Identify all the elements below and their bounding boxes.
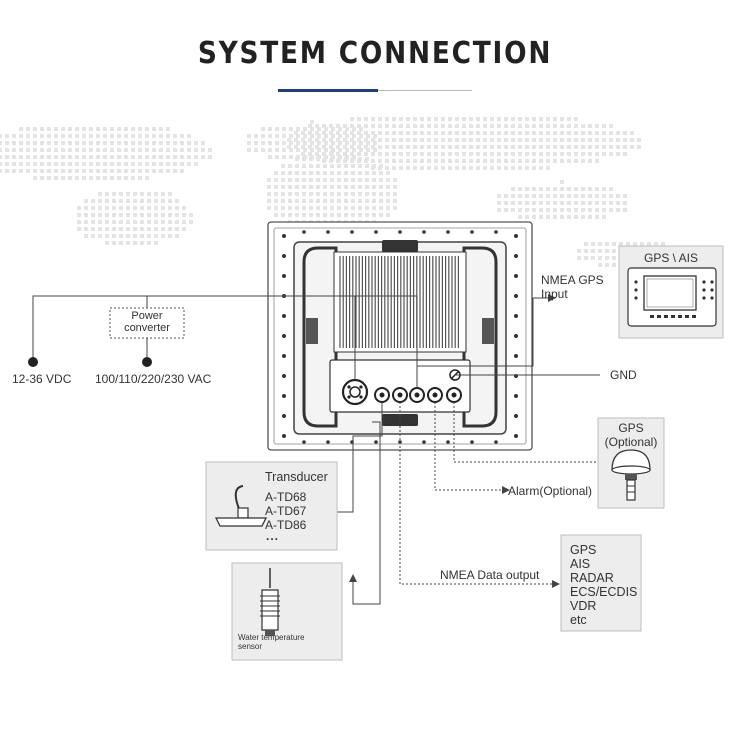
gps-optional-label: GPS (Optional) xyxy=(598,421,664,449)
gps-optional-line1: GPS xyxy=(618,421,644,435)
power-converter-label: Power converter xyxy=(110,310,184,334)
alarm-connector xyxy=(427,387,443,403)
water-temp-line2: sensor xyxy=(238,642,263,651)
nmea-gps-input-connector xyxy=(409,387,425,403)
alarm-label: Alarm(Optional) xyxy=(508,484,593,498)
gps-optional-line2: (Optional) xyxy=(604,435,658,449)
transducer-box xyxy=(205,461,338,551)
gnd-label: GND xyxy=(610,368,637,382)
output-item: GPS xyxy=(570,543,597,557)
output-item: VDR xyxy=(570,599,597,613)
transducer-model-0: A-TD68 xyxy=(265,490,307,504)
world-map-background xyxy=(0,117,672,267)
gps-ais-box xyxy=(618,245,724,339)
nmea-gps-line1: NMEA GPS xyxy=(541,273,604,287)
transducer-model-more: ... xyxy=(266,529,280,543)
transducer-model-1: A-TD67 xyxy=(265,504,307,518)
output-devices-box xyxy=(560,534,642,632)
output-item: ECS/ECDIS xyxy=(570,585,638,599)
display-unit xyxy=(267,221,533,451)
power-converter-line2: converter xyxy=(124,322,170,334)
output-item: AIS xyxy=(570,557,591,571)
water-temp-line1: Water temperature xyxy=(238,633,305,642)
water-temperature-label: Water temperature sensor xyxy=(238,633,304,651)
power-connector xyxy=(341,378,369,406)
title-underline-accent xyxy=(278,89,378,92)
output-item: etc xyxy=(570,613,587,627)
page-title: SYSTEM CONNECTION xyxy=(197,36,553,71)
nmea-output-connector xyxy=(392,387,408,403)
wiring xyxy=(32,295,600,605)
transducer-connector xyxy=(374,387,390,403)
power-converter-line1: Power xyxy=(131,310,163,322)
gps-optional-box xyxy=(597,417,665,509)
nmea-gps-line2: Input xyxy=(541,287,568,301)
power-converter-box xyxy=(109,307,185,339)
gps-connector xyxy=(446,387,462,403)
vac-label: 100/110/220/230 VAC xyxy=(95,372,212,386)
transducer-heading: Transducer xyxy=(265,470,328,484)
nmea-data-output-label: NMEA Data output xyxy=(440,568,540,582)
transducer-model-2: A-TD86 xyxy=(265,518,307,532)
output-item: RADAR xyxy=(570,571,614,585)
vdc-label: 12-36 VDC xyxy=(12,372,72,386)
vdc-terminal xyxy=(28,357,38,367)
title-underline xyxy=(378,90,472,91)
vac-terminal xyxy=(142,357,152,367)
water-temperature-sensor-box xyxy=(231,562,343,661)
nmea-gps-input-label: NMEA GPS Input xyxy=(541,273,604,301)
gps-ais-label: GPS \ AIS xyxy=(643,251,699,265)
